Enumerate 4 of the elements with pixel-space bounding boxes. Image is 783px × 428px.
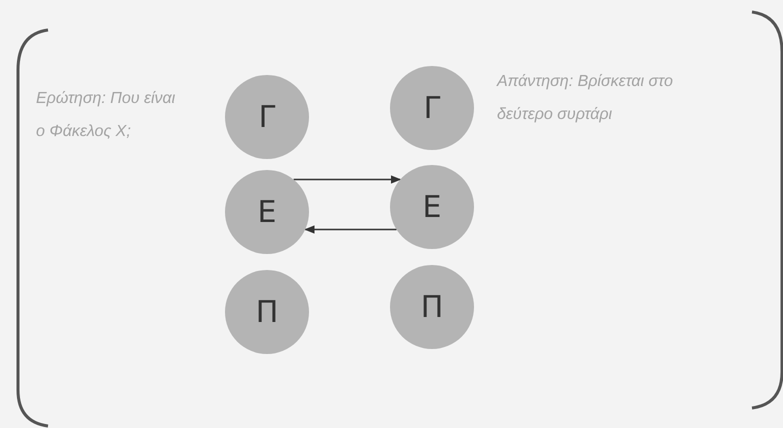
arrow xyxy=(294,175,402,184)
arrow xyxy=(304,225,397,234)
note-text: Ερώτηση: Που είναι ο Φάκελος Χ; xyxy=(36,89,176,142)
note-text: Απάντηση: Βρίσκεται στο δεύτερο συρτάρι xyxy=(497,72,674,125)
